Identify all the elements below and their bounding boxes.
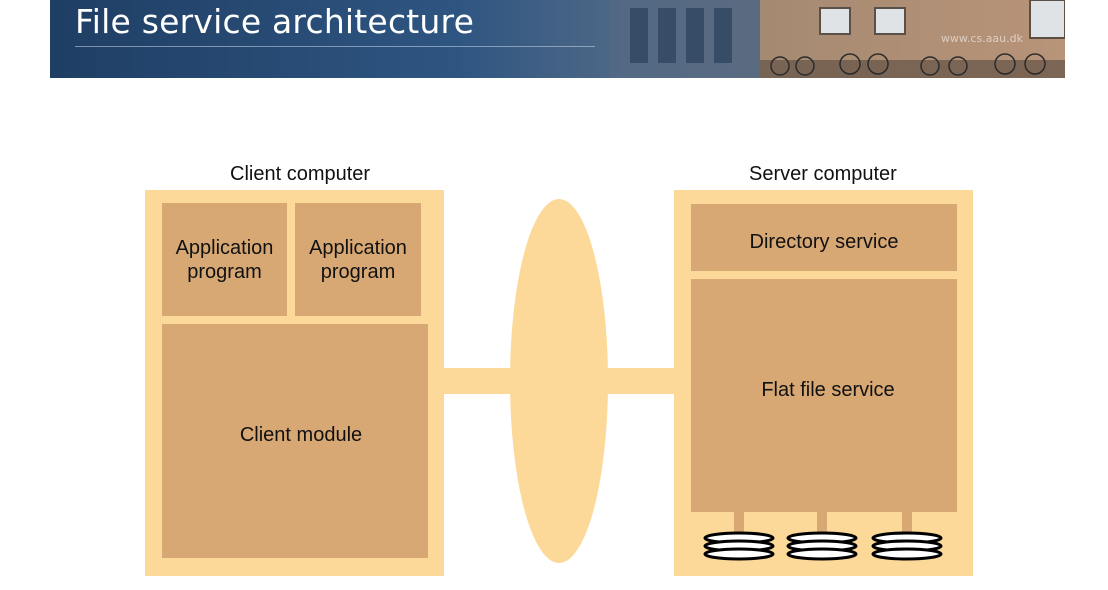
application-program-label-2: Application program [309, 236, 407, 283]
application-program-label-1: Application program [175, 236, 274, 283]
client-module-label: Client module [239, 424, 363, 446]
slide-title: File service architecture [75, 2, 475, 41]
header-banner: File service architecture www.cs.aau.dk [50, 0, 1065, 78]
server-computer-label: Server computer [749, 163, 897, 185]
client-computer-label: Client computer [230, 163, 371, 185]
building-photo [610, 0, 1065, 78]
title-rule [75, 46, 595, 47]
flat-file-service-box: Flat file service [691, 279, 957, 512]
application-program-box-2: Application program [295, 203, 421, 316]
network-ellipse [510, 199, 608, 563]
disk-stack-1 [703, 512, 775, 561]
site-url: www.cs.aau.dk [940, 32, 1023, 45]
application-program-box-1: Application program [162, 203, 287, 316]
disk-stack-3 [871, 512, 943, 561]
directory-service-label: Directory service [749, 230, 899, 253]
client-module-box: Client module [162, 324, 428, 558]
flat-file-service-label: Flat file service [761, 378, 895, 401]
disk-stack-2 [786, 512, 858, 561]
directory-service-box: Directory service [691, 204, 957, 271]
